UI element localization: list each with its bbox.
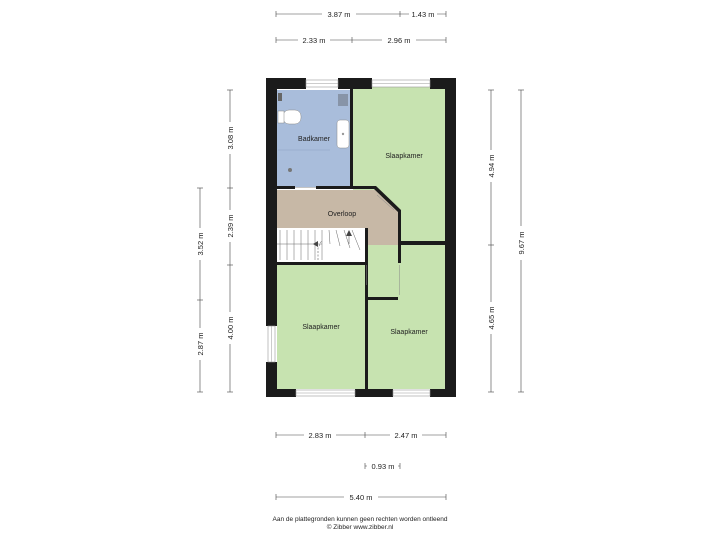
room-label-slaapkamer-bottom-right: Slaapkamer xyxy=(390,329,428,336)
bedroom-bottom-left-fill xyxy=(277,265,365,389)
dim-bottom-1b: 2.47 m xyxy=(395,431,418,440)
dim-left-inner-3: 4.00 m xyxy=(226,317,235,340)
dim-bottom-3: 5.40 m xyxy=(350,493,373,502)
stairs xyxy=(277,229,361,260)
room-label-badkamer: Badkamer xyxy=(298,136,331,143)
dim-top-1a: 3.87 m xyxy=(328,10,351,19)
copyright-text: © Zibber www.zibber.nl xyxy=(326,524,394,531)
bathroom-fixtures xyxy=(277,93,350,172)
dim-left-inner-2: 2.39 m xyxy=(226,215,235,238)
dim-left-outer-2: 2.87 m xyxy=(196,333,205,356)
dim-top-2a: 2.33 m xyxy=(303,36,326,45)
bedroom-bottom-right-fill xyxy=(368,245,445,389)
room-fills xyxy=(277,87,445,389)
walls xyxy=(266,78,456,397)
door-openings xyxy=(295,187,400,295)
room-label-slaapkamer-top-right: Slaapkamer xyxy=(385,153,423,160)
room-label-slaapkamer-bottom-left: Slaapkamer xyxy=(302,324,340,331)
dim-top-2b: 2.96 m xyxy=(388,36,411,45)
staircase-area xyxy=(277,228,366,262)
dim-bottom-1a: 2.83 m xyxy=(309,431,332,440)
room-label-overloop: Overloop xyxy=(328,211,357,218)
dim-right-outer: 9.67 m xyxy=(517,232,526,255)
dimension-lines xyxy=(194,8,527,503)
dim-left-outer-1: 3.52 m xyxy=(196,233,205,256)
windows xyxy=(267,79,431,397)
dimension-labels: 3.87 m 1.43 m 2.33 m 2.96 m 3.08 m 2.39 … xyxy=(196,10,526,502)
dim-top-1b: 1.43 m xyxy=(412,10,435,19)
dim-bottom-2: 0.93 m xyxy=(372,462,395,471)
dim-right-inner-2: 4.65 m xyxy=(487,307,496,330)
toilet-icon xyxy=(282,109,302,125)
shower-drain-icon xyxy=(288,168,292,172)
dim-right-inner-1: 4.94 m xyxy=(487,155,496,178)
dim-left-inner-1: 3.08 m xyxy=(226,127,235,150)
disclaimer-text: Aan de plattegronden kunnen geen rechten… xyxy=(272,516,448,523)
room-labels: Badkamer Slaapkamer Overloop Slaapkamer … xyxy=(298,136,428,336)
